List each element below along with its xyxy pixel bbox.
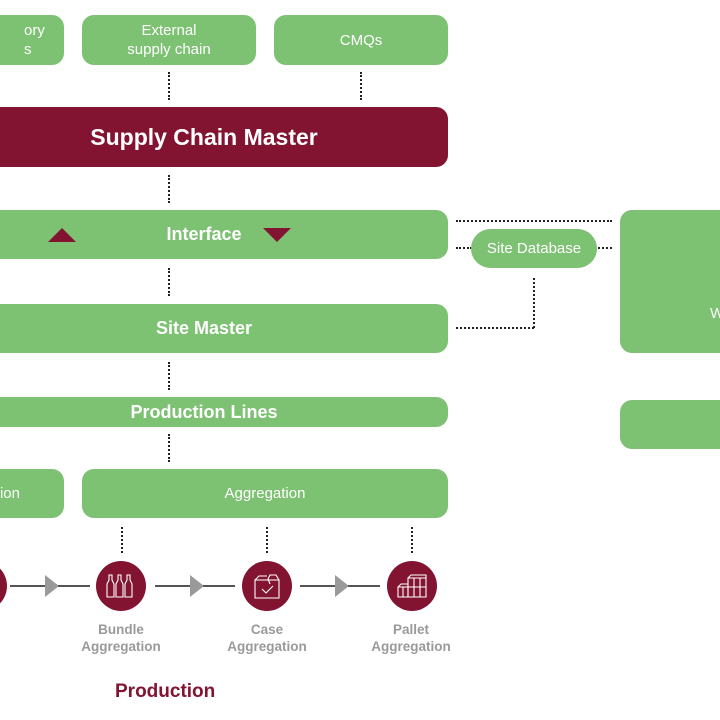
- connector-site-database-down: [533, 278, 535, 328]
- flow-line-2a: [155, 585, 191, 587]
- production-lines-box: Production Lines: [0, 397, 448, 427]
- connector-site-master-to-lines: [168, 362, 170, 390]
- connector-cmqs-to-master: [360, 72, 362, 100]
- connector-aggregation-to-pallet: [411, 527, 413, 553]
- right-panel-partial-text: W: [710, 305, 720, 322]
- pallet-boxes-icon: [397, 574, 427, 598]
- top-box-regulatory: ory s: [0, 15, 64, 65]
- connector-aggregation-to-case: [266, 527, 268, 553]
- case-box-icon: [254, 574, 280, 599]
- flow-arrow-1: [45, 575, 59, 597]
- site-master-label: Site Master: [155, 318, 253, 338]
- step-pallet-line1: Pallet: [392, 622, 430, 637]
- connector-site-database-to-site-master: [456, 327, 534, 329]
- top-box-external-supply-chain: External supply chain: [82, 15, 256, 65]
- top-box-regulatory-line1: ory: [24, 22, 45, 39]
- cmqs-label: CMQs: [339, 31, 383, 49]
- supply-chain-master-label: Supply Chain Master: [90, 123, 318, 150]
- step-label-pallet: Pallet Aggregation: [346, 621, 476, 655]
- step-pallet-circle: [387, 561, 437, 611]
- flow-line-1a: [10, 585, 46, 587]
- step-case-line2: Aggregation: [227, 639, 307, 654]
- aggregation-box: Aggregation: [82, 469, 448, 518]
- step-case-circle: [242, 561, 292, 611]
- connector-interface-to-site-master: [168, 268, 170, 296]
- step-unit-line2: on: [0, 638, 47, 655]
- bottom-box-serialization: ion: [0, 469, 64, 518]
- flow-line-2b: [203, 585, 235, 587]
- step-unit-circle: [0, 561, 7, 611]
- connector-external-to-master: [168, 72, 170, 100]
- flow-line-1b: [58, 585, 90, 587]
- flow-line-3b: [348, 585, 380, 587]
- step-case-line1: Case: [250, 622, 284, 637]
- connector-site-database-to-right-panel: [598, 247, 612, 249]
- step-unit-line1: n: [0, 621, 47, 638]
- flow-arrow-2: [190, 575, 204, 597]
- connector-aggregation-to-bundle: [121, 527, 123, 553]
- connector-lines-to-aggregation: [168, 434, 170, 462]
- supply-chain-master-box: Supply Chain Master: [0, 107, 448, 167]
- right-panel-box: W: [620, 210, 720, 353]
- bottles-icon: [106, 574, 133, 598]
- step-label-case: Case Aggregation: [202, 621, 332, 655]
- connector-interface-to-site-database: [456, 247, 472, 249]
- production-section-title: Production: [115, 681, 216, 702]
- external-line2: supply chain: [127, 41, 211, 58]
- step-bundle-circle: [96, 561, 146, 611]
- site-database-label: Site Database: [486, 240, 582, 257]
- step-pallet-line2: Aggregation: [371, 639, 451, 654]
- step-bundle-line1: Bundle: [98, 622, 144, 637]
- step-label-unit: n on: [0, 621, 47, 655]
- aggregation-label: Aggregation: [224, 485, 306, 502]
- top-box-cmqs: CMQs: [274, 15, 448, 65]
- site-master-box: Site Master: [0, 304, 448, 353]
- bottom-box-serialization-label: ion: [0, 485, 20, 502]
- step-label-bundle: Bundle Aggregation: [56, 621, 186, 655]
- flow-arrow-3: [335, 575, 349, 597]
- interface-label: Interface: [166, 224, 242, 244]
- external-line1: External: [141, 22, 197, 39]
- triangle-down-icon: [263, 228, 291, 242]
- triangle-up-icon: [48, 228, 76, 242]
- top-box-regulatory-line2: s: [24, 41, 32, 58]
- flow-line-3a: [300, 585, 336, 587]
- connector-master-to-interface: [168, 175, 170, 203]
- right-lower-box: [620, 400, 720, 449]
- connector-interface-to-right-panel: [456, 220, 612, 222]
- step-bundle-line2: Aggregation: [81, 639, 161, 654]
- production-lines-label: Production Lines: [130, 401, 278, 422]
- site-database-pill: Site Database: [471, 229, 597, 268]
